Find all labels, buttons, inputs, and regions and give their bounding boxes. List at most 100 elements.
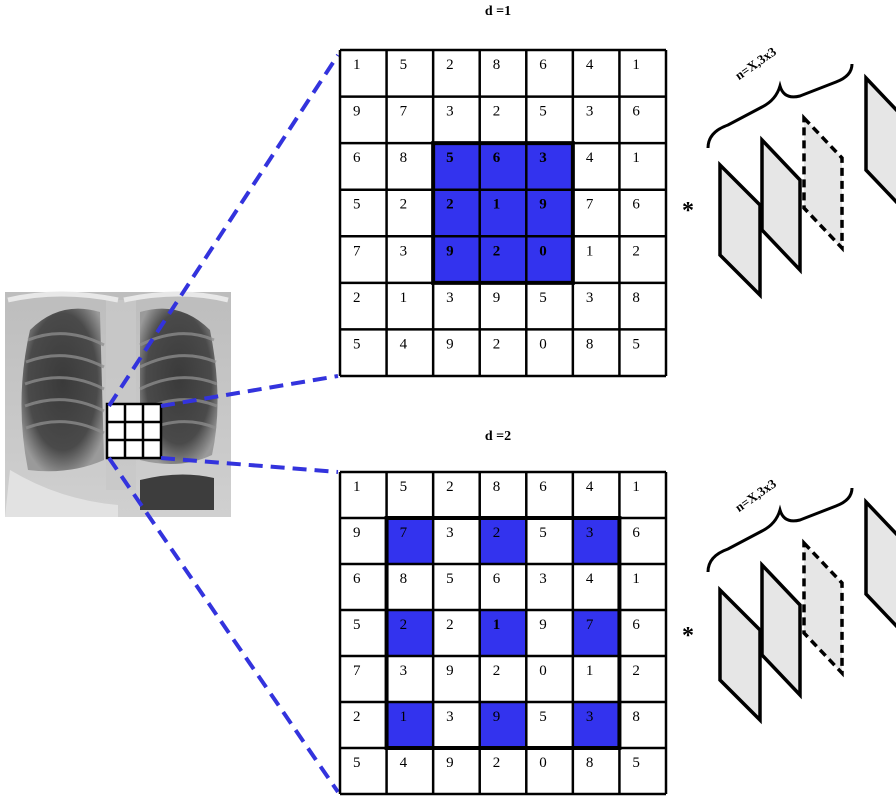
dilated-cell-highlight <box>479 702 527 748</box>
grid-cell-value: 6 <box>353 571 361 587</box>
grid-cell-value: 2 <box>446 617 454 633</box>
grid-cell-value: 3 <box>446 709 454 725</box>
grid-cell-value: 3 <box>586 104 594 120</box>
filter-plane <box>760 135 802 275</box>
grid-cell-value: 3 <box>400 663 408 679</box>
grid-cell-value: 9 <box>446 243 454 259</box>
grid-cell-value: 1 <box>353 57 361 73</box>
grid-cell-value: 7 <box>400 104 408 120</box>
grid-cell-value: 9 <box>539 617 547 633</box>
grid-cell-value: 4 <box>586 479 594 495</box>
grid-cell-value: 5 <box>632 755 640 771</box>
grid-cell-value: 7 <box>586 617 594 633</box>
grid-cell-value: 8 <box>586 336 594 352</box>
grid-cell-value: 5 <box>632 336 640 352</box>
grid-cell-value: 5 <box>539 525 547 541</box>
grid-cell-value: 8 <box>586 755 594 771</box>
grid-cell-value: 9 <box>446 755 454 771</box>
dilated-cell-highlight <box>572 702 620 748</box>
filter-plane-dashed <box>802 113 844 253</box>
grid-cell-value: 1 <box>632 571 640 587</box>
grid-cell-value: 7 <box>400 525 408 541</box>
grid-cell-value: 2 <box>400 617 408 633</box>
convolution-operator: * <box>682 198 694 224</box>
grid-cell-value: 6 <box>632 525 640 541</box>
grid-cell-value: 5 <box>446 571 454 587</box>
filter-plane <box>864 73 896 205</box>
filter-plane <box>718 160 762 300</box>
grid-cell-value: 3 <box>586 709 594 725</box>
grid-cell-value: 2 <box>493 104 501 120</box>
grid-cell-value: 1 <box>400 709 408 725</box>
grid-cell-value: 9 <box>539 197 547 213</box>
grid-cell-value: 1 <box>586 663 594 679</box>
dilated-cell-highlight <box>386 610 434 656</box>
grid-cell-value: 3 <box>586 290 594 306</box>
grid-cell-value: 5 <box>539 709 547 725</box>
grid-cell-value: 1 <box>632 57 640 73</box>
grid-cell-value: 3 <box>539 150 547 166</box>
filter-stack: n=X,3x3 <box>706 43 896 300</box>
grid-cell-value: 3 <box>446 290 454 306</box>
grid-cell-value: 3 <box>539 571 547 587</box>
grid-cell-value: 6 <box>493 150 501 166</box>
grid-cell-value: 7 <box>353 243 361 259</box>
grid-cell-value: 8 <box>400 150 408 166</box>
grid-cell-value: 5 <box>353 755 361 771</box>
dilated-cell-highlight <box>479 610 527 656</box>
grid-cell-value: 9 <box>493 709 501 725</box>
grid-cell-value: 8 <box>493 479 501 495</box>
grid-cell-value: 2 <box>446 479 454 495</box>
filter-plane <box>718 585 762 725</box>
grid-cell-value: 9 <box>493 290 501 306</box>
grid-cell-value: 5 <box>539 104 547 120</box>
convolution-operator: * <box>682 623 694 649</box>
grid-cell-value: 2 <box>493 663 501 679</box>
receptive-field-outline <box>431 141 575 285</box>
panel-title: d =1 <box>485 4 511 19</box>
grid-cell-value: 3 <box>586 525 594 541</box>
grid-cell-value: 1 <box>493 197 501 213</box>
receptive-field-highlight <box>433 143 573 283</box>
grid-cell-value: 6 <box>493 571 501 587</box>
grid-cell-value: 8 <box>400 571 408 587</box>
grid-cell-value: 0 <box>539 663 547 679</box>
grid-cell-value: 5 <box>539 290 547 306</box>
grid-cell-value: 9 <box>353 104 361 120</box>
grid-cell-value: 1 <box>586 243 594 259</box>
grid-cell-value: 5 <box>446 150 454 166</box>
projection-lines <box>107 53 340 794</box>
grid-cell-value: 2 <box>493 243 501 259</box>
grid-cell-value: 9 <box>446 336 454 352</box>
dilated-cell-highlight <box>479 518 527 564</box>
grid-cell-value: 9 <box>446 663 454 679</box>
filter-plane-dashed <box>802 538 844 678</box>
grid-cell-value: 2 <box>632 663 640 679</box>
grid-cell-value: 2 <box>493 525 501 541</box>
grid-cell-value: 4 <box>586 57 594 73</box>
dilated-cell-highlight <box>386 702 434 748</box>
grid-cell-value: 6 <box>632 617 640 633</box>
grid-cell-value: 2 <box>493 336 501 352</box>
grid-cell-value: 5 <box>353 197 361 213</box>
filter-label-group: n=X,3x3 <box>732 475 779 514</box>
dilated-cell-highlight <box>572 610 620 656</box>
grid-cell-value: 8 <box>632 709 640 725</box>
grid-cell-value: 6 <box>632 197 640 213</box>
grid-cell-value: 6 <box>353 150 361 166</box>
filter-stack: n=X,3x3 <box>706 475 896 725</box>
brace <box>706 63 854 149</box>
filter-count-label: n=X,3x3 <box>732 475 779 514</box>
grid-cell-value: 2 <box>400 197 408 213</box>
grid-cell-value: 8 <box>632 290 640 306</box>
grid-cell-value: 5 <box>353 617 361 633</box>
filter-label-group: n=X,3x3 <box>732 43 779 82</box>
grid-cell-value: 6 <box>539 57 547 73</box>
grid-cell-value: 7 <box>586 197 594 213</box>
chest-xray-image <box>5 291 231 517</box>
grid-cell-value: 9 <box>353 525 361 541</box>
